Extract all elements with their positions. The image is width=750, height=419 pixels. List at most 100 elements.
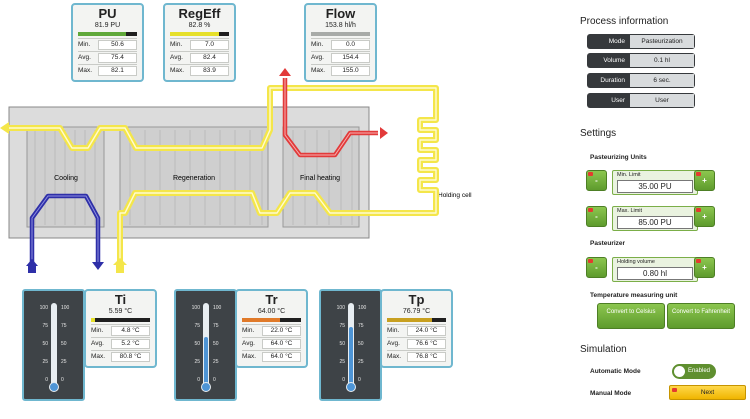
max-limit-label: Max. Limit xyxy=(617,208,643,214)
thermometer-bulb xyxy=(201,382,211,392)
final-heating-label: Final heating xyxy=(300,175,340,182)
tr-min: 22.0 °C xyxy=(262,326,301,336)
pu-min-label: Min. xyxy=(78,41,91,48)
holding-volume-input[interactable]: 0.80 hl xyxy=(617,267,693,280)
simulation-heading: Simulation xyxy=(580,344,627,355)
thermometer-tick-label: 0 xyxy=(213,377,216,383)
automatic-mode-toggle[interactable]: Enabled xyxy=(672,364,716,379)
flow-card: Flow 153.8 hl/h Min.0.0 Avg.154.4 Max.15… xyxy=(304,3,377,82)
pasteurizer-heading: Pasteurizer xyxy=(590,240,626,247)
thermometer-level xyxy=(204,337,208,387)
thermometer-tick-label: 75 xyxy=(339,323,345,329)
holding-cell-label: Holding cell xyxy=(438,192,472,199)
user-value: User xyxy=(629,93,695,108)
flow-max-label: Max. xyxy=(311,67,326,74)
thermometer-bulb xyxy=(346,382,356,392)
tp-min: 24.0 °C xyxy=(407,326,446,336)
thermometer-tick-label: 25 xyxy=(358,359,364,365)
convert-fahrenheit-button[interactable]: Convert to Fahrenheit xyxy=(667,303,735,329)
thermometer-tick-label: 100 xyxy=(213,305,222,311)
pu-min: 50.6 xyxy=(98,40,137,50)
flow-title: Flow xyxy=(325,6,356,21)
duration-key: Duration xyxy=(587,73,629,88)
tr-title: Tr xyxy=(265,292,278,307)
pu-settings-heading: Pasteurizing Units xyxy=(590,154,647,161)
tp-value: 76.79 °C xyxy=(402,308,431,315)
minus-icon: - xyxy=(595,212,598,221)
holding-volume-box: Holding volume 0.80 hl xyxy=(612,257,698,282)
min-limit-decrement-button[interactable]: - xyxy=(586,170,607,191)
max-limit-input[interactable]: 85.00 PU xyxy=(617,216,693,229)
max-limit-increment-button[interactable]: + xyxy=(694,206,715,227)
max-limit-decrement-button[interactable]: - xyxy=(586,206,607,227)
min-limit-input[interactable]: 35.00 PU xyxy=(617,180,693,193)
minus-icon: - xyxy=(595,263,598,272)
ti-bar-fill xyxy=(91,318,95,322)
thermometer-tick-label: 50 xyxy=(358,341,364,347)
mode-key: Mode xyxy=(587,34,629,49)
hot-water-out-arrow xyxy=(279,68,291,76)
process-info-heading: Process information xyxy=(580,16,669,27)
pu-max-label: Max. xyxy=(78,67,93,74)
tr-max: 64.0 °C xyxy=(262,352,301,362)
automatic-mode-label: Automatic Mode xyxy=(590,368,641,375)
tr-max-label: Max. xyxy=(242,353,257,360)
regeneration-label: Regeneration xyxy=(173,175,215,182)
thermometer-tick-label: 50 xyxy=(61,341,67,347)
volume-key: Volume xyxy=(587,53,629,68)
min-limit-increment-button[interactable]: + xyxy=(694,170,715,191)
tp-avg: 76.6 °C xyxy=(407,339,446,349)
ti-bar xyxy=(91,318,150,322)
automatic-mode-state: Enabled xyxy=(687,368,710,374)
ti-value: 5.59 °C xyxy=(108,308,133,315)
holding-volume-decrement-button[interactable]: - xyxy=(586,257,607,278)
product-outlet-arrow xyxy=(0,122,9,134)
holding-volume-increment-button[interactable]: + xyxy=(694,257,715,278)
thermometer-tick-label: 0 xyxy=(197,377,200,383)
ti-avg: 5.2 °C xyxy=(111,339,150,349)
thermometer-bulb xyxy=(49,382,59,392)
regeff-title: RegEff xyxy=(178,6,221,21)
regeff-max: 83.9 xyxy=(190,66,229,76)
flow-max: 155.0 xyxy=(331,66,370,76)
thermometer-tick-label: 50 xyxy=(213,341,219,347)
thermometer-tick-label: 75 xyxy=(358,323,364,329)
thermometer-tick-label: 25 xyxy=(339,359,345,365)
flow-min-label: Min. xyxy=(311,41,324,48)
pu-max: 82.1 xyxy=(98,66,137,76)
regeff-avg-label: Avg. xyxy=(170,54,183,61)
holding-volume-label: Holding volume xyxy=(617,259,655,265)
convert-celsius-button[interactable]: Convert to Celsius xyxy=(597,303,665,329)
flow-bar xyxy=(311,32,370,36)
volume-value: 0.1 hl xyxy=(629,53,695,68)
pu-bar-fill xyxy=(78,32,127,36)
user-key: User xyxy=(587,93,629,108)
ti-max: 80.8 °C xyxy=(111,352,150,362)
ti-min-label: Min. xyxy=(91,327,104,334)
duration-value: 6 sec. xyxy=(629,73,695,88)
tp-card: Tp 76.79 °C Min.24.0 °C Avg.76.6 °C Max.… xyxy=(380,289,453,368)
tp-bar-fill xyxy=(387,318,433,322)
tr-bar xyxy=(242,318,301,322)
thermometer-tick-label: 100 xyxy=(336,305,345,311)
thermometer-level xyxy=(349,326,353,387)
flow-value: 153.8 hl/h xyxy=(325,22,356,29)
plus-icon: + xyxy=(702,263,707,272)
thermometer-tick-label: 0 xyxy=(45,377,48,383)
tp-avg-label: Avg. xyxy=(387,340,400,347)
regeff-card: RegEff 82.8 % Min.7.0 Avg.82.4 Max.83.9 xyxy=(163,3,236,82)
next-button[interactable]: Next xyxy=(669,385,746,400)
product-inlet-arrow xyxy=(113,258,127,265)
cold-water-in-arrow xyxy=(26,259,38,266)
tr-value: 64.00 °C xyxy=(257,308,286,315)
mode-value: Pasteurization xyxy=(629,34,695,49)
plus-icon: + xyxy=(702,212,707,221)
tr-min-label: Min. xyxy=(242,327,255,334)
flow-min: 0.0 xyxy=(331,40,370,50)
regeff-max-label: Max. xyxy=(170,67,185,74)
thermometer-tick-label: 25 xyxy=(61,359,67,365)
